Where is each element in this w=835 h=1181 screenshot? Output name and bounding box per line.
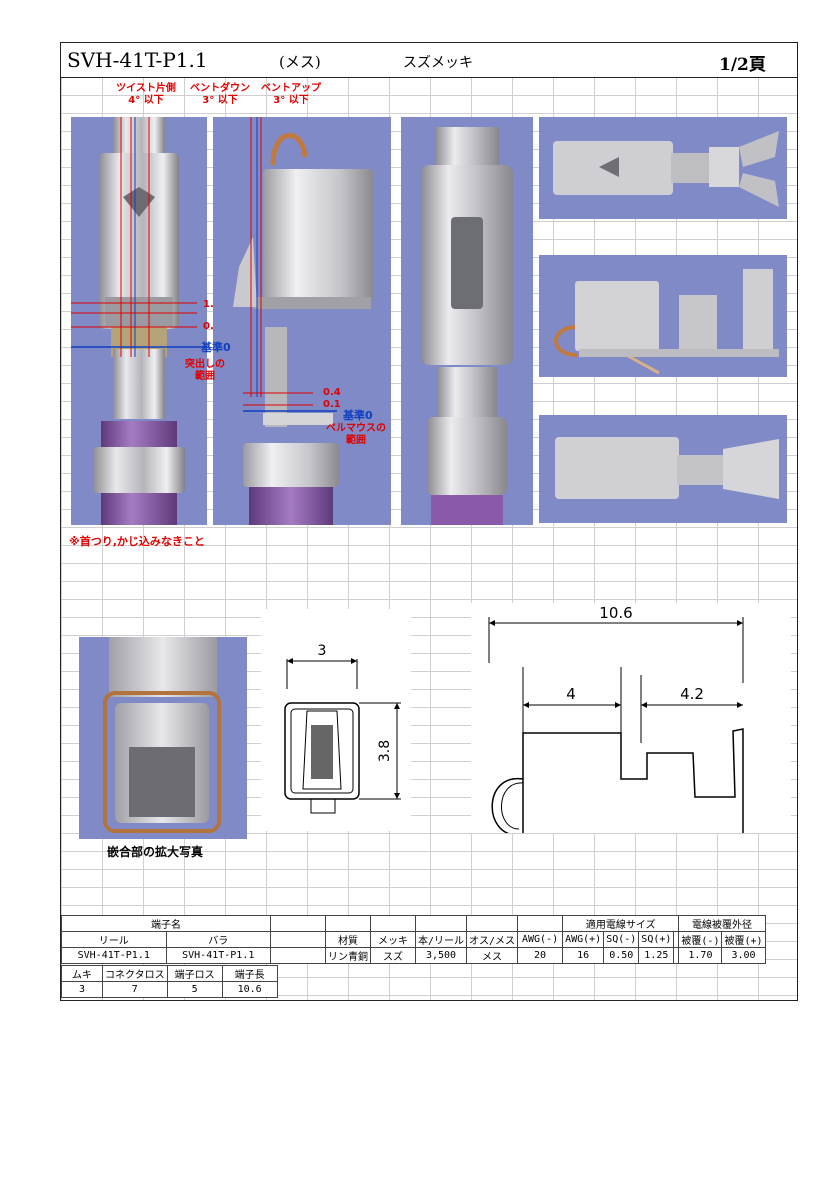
end-view-svg: 3 3.8: [284, 643, 401, 814]
crimp-note: ※首つり,かじ込みなきこと: [69, 535, 205, 548]
strip-value: 3: [61, 981, 103, 998]
terminal-side-illustration: [233, 117, 373, 525]
term-loss-header: 端子ロス: [166, 965, 223, 982]
awg-min-header: AWG(-): [517, 931, 564, 948]
insulation-header: 電線被覆外径: [678, 915, 766, 932]
photo-horizontal-bottom: [539, 415, 787, 523]
reel-value: SVH-41T-P1.1: [61, 947, 167, 964]
plating-header: メッキ: [370, 931, 416, 948]
term-loss-value: 5: [166, 981, 223, 998]
dim-b-label: 4.2: [680, 685, 704, 703]
qty-header: 本/リール: [414, 931, 468, 948]
mating-zoom-illustration: [103, 637, 221, 833]
length-table: ムキ コネクタロス 端子ロス 端子長 3 7 5 10.6: [61, 965, 278, 998]
terminal-horizontal-side-illustration: [554, 269, 779, 375]
awg-max-value: 16: [562, 947, 605, 964]
awg-min-value: 20: [517, 947, 564, 964]
terminal-name-header: 端子名: [61, 915, 271, 932]
reel-header: リール: [61, 931, 167, 948]
dim-0-4: 0.4: [323, 387, 341, 398]
part-number: SVH-41T-P1.1: [67, 48, 208, 72]
protrusion-range-label: 突出しの範囲: [185, 359, 225, 382]
side-view-svg: 10.6 4 4.2: [488, 604, 744, 854]
table-cell: [325, 915, 371, 932]
sq-min-value: 0.50: [603, 947, 640, 964]
total-length-label: 10.6: [599, 604, 632, 622]
dim-a-label: 4: [566, 685, 576, 703]
page-number: 1/2頁: [719, 55, 766, 75]
plating-value: スズ: [370, 947, 416, 964]
table-cell: [270, 915, 326, 932]
conn-loss-value: 7: [102, 981, 168, 998]
conn-loss-header: コネクタロス: [102, 965, 168, 982]
sq-min-header: SQ(-): [603, 931, 640, 948]
dim-1-0: 1.0: [203, 299, 221, 310]
sq-max-value: 1.25: [638, 947, 675, 964]
terminal-horizontal-bottom-illustration: [555, 437, 779, 499]
photo-front-view: [71, 117, 207, 525]
table-row: SVH-41T-P1.1 SVH-41T-P1.1 リン青銅 スズ 3,500 …: [61, 947, 766, 964]
table-cell: [517, 915, 564, 932]
photo-mating-zoom: [79, 637, 247, 839]
dim-0-1: 0.1: [323, 399, 341, 410]
spec-table: 端子名 適用電線サイズ 電線被覆外径 リール バラ 材質 メッキ 本/リール オ…: [61, 915, 766, 964]
end-height-label: 3.8: [377, 740, 393, 762]
drawing-end-view: 3 3.8: [261, 609, 411, 831]
gender-value: メス: [466, 947, 519, 964]
ins-max-value: 3.00: [721, 947, 766, 964]
ins-min-header: 被覆(-): [678, 931, 723, 948]
term-len-header: 端子長: [221, 965, 278, 982]
dim-0-5: 0.5: [203, 321, 221, 332]
photo-top-view: [401, 117, 533, 525]
ins-min-value: 1.70: [678, 947, 723, 964]
datum-label-1: 基準0: [201, 341, 231, 354]
awg-max-header: AWG(+): [562, 931, 605, 948]
terminal-horizontal-top-illustration: [553, 131, 779, 207]
table-cell: [270, 931, 326, 948]
qty-value: 3,500: [414, 947, 468, 964]
table-row: 端子名 適用電線サイズ 電線被覆外径: [61, 915, 766, 932]
material-value: リン青銅: [325, 947, 371, 964]
table-row: 3 7 5 10.6: [61, 981, 278, 998]
table-cell: [466, 915, 519, 932]
table-cell: [414, 915, 468, 932]
title-bar: SVH-41T-P1.1 (メス) スズメッキ 1/2頁: [61, 43, 797, 78]
material-header: 材質: [325, 931, 371, 948]
bulk-header: バラ: [165, 931, 271, 948]
table-cell: [270, 947, 326, 964]
term-len-value: 10.6: [221, 981, 278, 998]
table-cell: [370, 915, 416, 932]
table-row: ムキ コネクタロス 端子ロス 端子長: [61, 965, 278, 982]
gender-header: オス/メス: [466, 931, 519, 948]
plating-label: スズメッキ: [403, 55, 473, 71]
terminal-front-illustration: [71, 117, 207, 525]
bulk-value: SVH-41T-P1.1: [165, 947, 271, 964]
datum-label-2: 基準0: [343, 409, 373, 422]
sq-max-header: SQ(+): [638, 931, 675, 948]
end-width-label: 3: [318, 643, 327, 659]
photo-horizontal-side: [539, 255, 787, 377]
wire-size-header: 適用電線サイズ: [562, 915, 680, 932]
gender-label: (メス): [279, 53, 321, 71]
bellmouth-range-label: ベルマウスの範囲: [326, 423, 386, 446]
zoom-caption: 嵌合部の拡大写真: [107, 845, 204, 859]
table-row: リール バラ 材質 メッキ 本/リール オス/メス AWG(-) AWG(+) …: [61, 931, 766, 948]
drawing-side-view: 10.6 4 4.2: [471, 603, 791, 854]
strip-header: ムキ: [61, 965, 103, 982]
terminal-top-illustration: [421, 127, 513, 525]
photo-horizontal-top: [539, 117, 787, 219]
ins-max-header: 被覆(+): [721, 931, 766, 948]
photo-side-view: [213, 117, 391, 525]
